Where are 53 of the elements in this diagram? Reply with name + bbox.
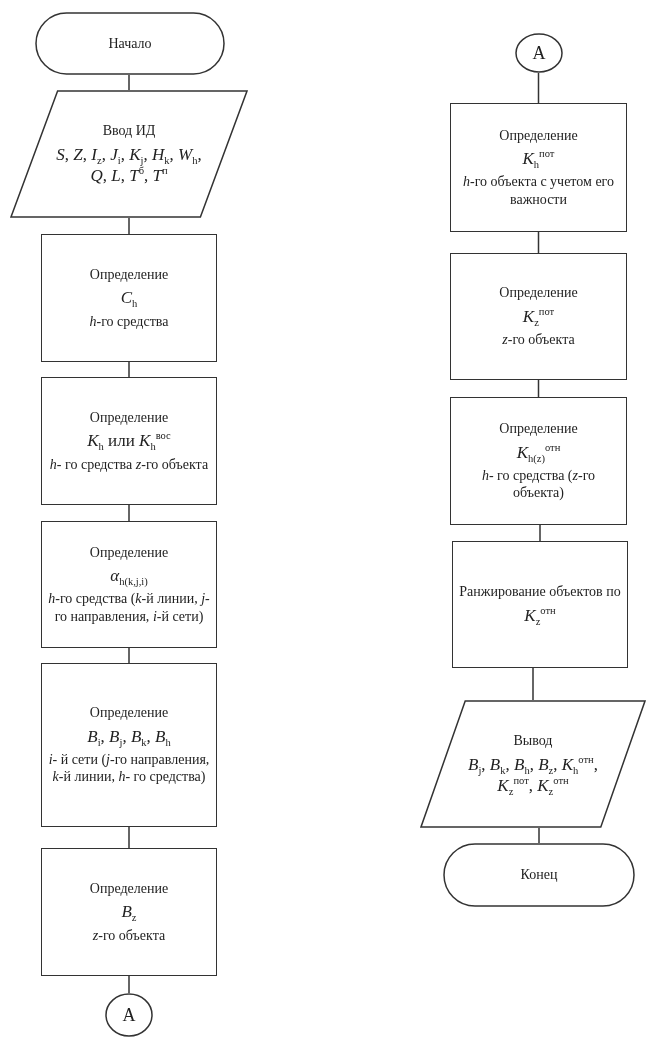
node-text: Определение <box>89 879 169 898</box>
connector-line <box>128 504 130 522</box>
node-text: Конец <box>520 866 558 884</box>
connector-circle <box>105 993 153 1037</box>
node-text: А <box>532 41 546 65</box>
connector-line <box>128 361 130 378</box>
process-box <box>41 377 217 505</box>
node-text: Ввод ИД <box>102 122 156 140</box>
node-text: Ранжирование объектов по <box>459 583 621 601</box>
connector-line <box>128 647 130 664</box>
input-output-parallelogram <box>420 700 646 828</box>
process-box <box>41 848 217 976</box>
node-text: S, Z, I$_{z}$, J$_{i}$, K$_{j}$, H$_{k}$, W$_{h}$, Q, L, T$^{б}$, T$^{п}$ <box>56 143 202 186</box>
process-box <box>450 397 627 525</box>
node-text: Вывод <box>513 732 553 750</box>
connector-line <box>128 826 130 849</box>
connector-line <box>128 217 130 235</box>
node-text: Определение <box>499 126 578 145</box>
connector-line <box>537 231 540 254</box>
node-text: z-го объекта <box>502 331 575 349</box>
input-output-parallelogram <box>10 90 248 218</box>
node-text: h-го средства <box>89 312 169 331</box>
node-text: А <box>122 1003 136 1027</box>
node-text: Начало <box>108 34 152 53</box>
connector-line <box>539 524 541 542</box>
node-text: C$_{h}$ <box>120 287 138 309</box>
node-text: B$_{i}$, B$_{j}$, B$_{k}$, B$_{h}$ <box>87 725 171 747</box>
process-box <box>41 234 217 362</box>
node-text: i- й сети (j-го направления, k-й линии, h- го средства) <box>48 750 210 786</box>
connector-line <box>538 827 540 844</box>
connector-line <box>128 74 130 91</box>
node-text: Определение <box>89 704 169 722</box>
node-text: h-го средства (k-й линии, j-го направления, i-й сети) <box>48 590 210 626</box>
node-text: Определение <box>499 420 578 438</box>
node-text: Определение <box>89 408 169 427</box>
node-text: h- го средства z-го объекта <box>49 455 209 474</box>
process-box <box>450 253 627 380</box>
node-text: z-го объекта <box>92 926 166 945</box>
node-text: h-го объекта с учетом его важности <box>462 173 615 209</box>
node-text: Определение <box>89 265 169 284</box>
connector-line <box>537 72 540 104</box>
connector-line <box>128 975 130 994</box>
process-box <box>452 541 628 668</box>
process-box <box>450 103 627 232</box>
node-text: h- го средства (z-го объекта) <box>480 466 597 502</box>
node-text: Определение <box>499 284 578 302</box>
node-text: B$_{z}$ <box>121 901 137 923</box>
connector-line <box>532 667 534 701</box>
process-box <box>41 663 217 827</box>
node-text: Определение <box>89 543 169 562</box>
process-box <box>41 521 217 648</box>
connector-circle <box>515 33 563 73</box>
node-text: α$_{h(k,j,i)}$ <box>110 565 148 587</box>
